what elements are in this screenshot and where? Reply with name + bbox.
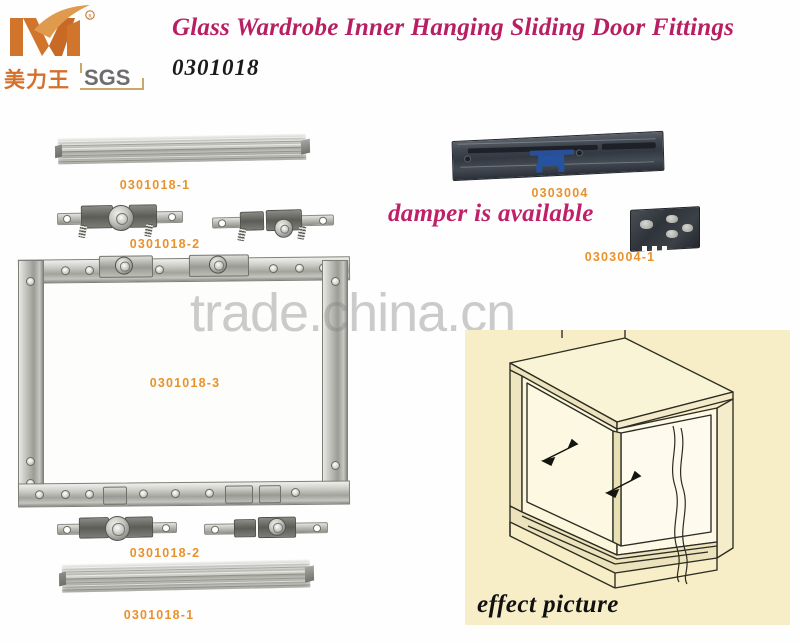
frame-screw-hole [84,489,95,499]
track-end-right [300,138,311,155]
effect-picture-caption: effect picture [477,591,619,618]
roller-top-right [211,203,335,242]
roller-bottom-left [56,511,178,545]
track-end-left [54,144,63,159]
damper-unit [451,130,665,182]
roller-wheel [267,517,287,536]
bracket-notch [652,246,657,251]
roller-spring-left [78,224,88,239]
frame-bottom-clip [102,486,128,505]
roller-plate-right [297,214,335,227]
track-end-left [58,571,67,587]
roller-screw-hole [167,212,177,221]
frame-bottom-clip [224,485,254,504]
frame-screw-hole [268,264,279,274]
damper-blue-tab-right [558,163,565,172]
frame-roller-wheel-right [208,255,228,274]
roller-spring-right [297,225,307,240]
label-track-top: 0301018-1 [119,178,191,192]
roller-screw-hole [62,525,72,534]
frame-screw-hole [290,487,301,498]
roller-screw-hole [318,216,328,225]
product-title: Glass Wardrobe Inner Hanging Sliding Doo… [172,14,735,41]
frame-screw-hole [170,489,181,499]
frame-rail-top [17,254,351,284]
roller-screw-hole [210,525,220,534]
bracket-hole [682,224,693,232]
bracket-hole [666,230,678,238]
damper-availability-note: damper is available [388,200,594,227]
frame-screw-hole [138,489,149,499]
frame-screw-hole [26,277,35,286]
effect-picture-panel: effect picture [465,330,790,625]
frame-stile-left [18,260,44,502]
roller-screw-hole [62,214,72,223]
frame-stile-right [322,260,348,502]
bracket-hole [640,220,653,229]
frame-glass-area [40,278,326,486]
frame-screw-hole [60,489,71,500]
frame-screw-hole [331,277,340,286]
sgs-bracket-right [142,78,144,90]
label-track-bottom: 0301018-1 [123,608,195,622]
frame-screw-hole [26,457,35,466]
label-rollers-bottom: 0301018-2 [129,546,201,560]
frame-screw-hole [84,265,95,276]
frame-rail-bottom [17,480,351,508]
roller-bottom-right [203,511,329,545]
label-damper-bracket: 0303004-1 [584,250,656,264]
roller-screw-hole [312,523,322,533]
brand-logo: R 美力王 [4,4,102,100]
roller-screw-hole [161,523,171,532]
frame-screw-hole [294,263,305,273]
label-damper: 0303004 [531,186,589,200]
roller-spring-left [237,227,247,242]
label-frame: 0301018-3 [149,376,221,390]
frame-roller-wheel-left [114,256,134,275]
door-frame: 0301018-3 [17,254,351,508]
damper-bracket [630,206,700,252]
sgs-bracket-left [80,63,82,73]
frame-screw-hole [154,265,165,275]
sgs-underline [80,88,144,90]
roller-screw-hole [217,218,227,228]
track-top [54,133,311,165]
track-bottom [58,559,315,593]
roller-body-left [233,519,257,538]
frame-screw-hole [60,266,71,276]
track-end-right [304,565,315,582]
roller-spring-right [144,222,154,238]
svg-text:R: R [88,14,92,20]
roller-plate-right [291,522,329,535]
frame-bottom-clip [258,485,282,504]
bracket-notch [662,246,667,251]
sgs-label: SGS [84,65,131,90]
frame-screw-hole [331,461,340,470]
roller-top-left [56,199,184,239]
roller-wheel [273,218,294,238]
frame-screw-hole [34,490,45,500]
frame-screw-hole [204,488,215,498]
bracket-notch [642,246,647,251]
sgs-certification-mark: SGS [80,62,146,96]
label-rollers-top: 0301018-2 [129,237,201,251]
bracket-hole [666,215,678,223]
cabinet-line-drawing [509,330,734,589]
logo-m-icon: R [10,5,95,56]
product-model-code: 0301018 [172,55,260,80]
damper-blue-tab-left [536,164,543,173]
logo-chinese-name: 美力王 [4,68,70,92]
